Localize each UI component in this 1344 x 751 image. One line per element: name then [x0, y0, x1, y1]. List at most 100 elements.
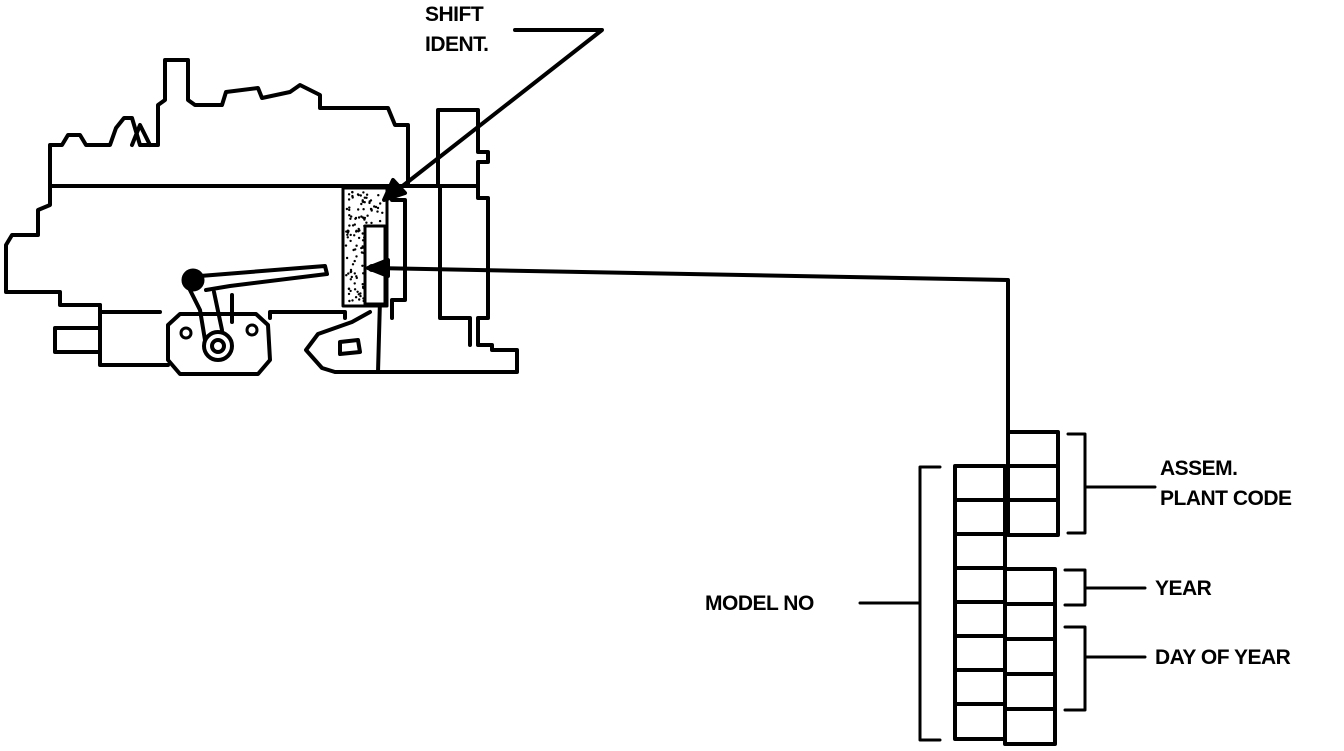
stipple-dot [361, 264, 364, 267]
stipple-dot [346, 231, 350, 234]
model-no-bracket [858, 465, 942, 742]
stipple-dot [377, 194, 380, 197]
shift-ident-leader [398, 28, 604, 190]
stipple-dot [349, 268, 353, 272]
stipple-dot [346, 233, 349, 236]
stipple-dot [357, 236, 361, 240]
stipple-dot [345, 207, 349, 211]
stipple-dot [347, 287, 351, 291]
throttle-hole-right [245, 323, 259, 337]
shift-ident-arrowhead [382, 178, 407, 202]
stipple-dot [368, 201, 371, 205]
stipple-dot [348, 208, 351, 212]
grid-cell-plant-2 [1006, 464, 1060, 503]
stipple-dot [353, 234, 356, 237]
stipple-dot [361, 245, 364, 248]
stipple-dot [379, 202, 382, 205]
stipple-dot [361, 232, 364, 235]
throttle-lever-link [188, 288, 224, 342]
grid-cell-date-1 [1003, 567, 1057, 606]
stipple-dot [363, 218, 366, 221]
stipple-dot [366, 214, 369, 217]
code-grid [953, 430, 1060, 746]
stipple-dot [357, 227, 360, 231]
grid-cell-model-5 [953, 600, 1007, 639]
stipple-dot [361, 200, 364, 203]
carburetor-base-left [98, 303, 170, 367]
grid-cell-model-3 [953, 532, 1007, 571]
stipple-dot [351, 263, 355, 266]
stipple-dot [361, 283, 364, 286]
carburetor-inlet-stub [53, 326, 102, 354]
label-ident: IDENT. [425, 33, 489, 56]
model-code-arrowhead [366, 258, 390, 278]
carburetor-air-horn-tube [436, 108, 490, 188]
stipple-dot [346, 229, 350, 232]
grid-cell-date-3 [1003, 637, 1057, 676]
identification-tag [341, 186, 389, 308]
carburetor-top-outline [48, 58, 410, 188]
stipple-dot [351, 224, 355, 227]
grid-cell-model-8 [953, 702, 1007, 741]
carburetor-main-body [48, 184, 519, 374]
stipple-dot [355, 255, 358, 258]
stipple-dot [381, 211, 384, 214]
stipple-dot [365, 196, 368, 199]
stipple-dot [363, 201, 366, 204]
stipple-dot [376, 206, 380, 210]
assem-plant-bracket [1066, 432, 1157, 535]
stipple-dot [350, 215, 353, 218]
brackets [858, 432, 1157, 742]
stipple-dot [360, 246, 363, 250]
stipple-dot [365, 193, 369, 196]
grid-cell-model-7 [953, 668, 1007, 707]
grid-cell-date-5 [1003, 707, 1057, 746]
label-plant-code: PLANT CODE [1160, 487, 1292, 510]
stipple-dot [373, 205, 376, 208]
stipple-dot [359, 194, 362, 197]
stipple-dot [351, 194, 354, 198]
stipple-dot [353, 282, 356, 285]
carburetor-right-flange [390, 184, 407, 320]
stipple-dot [349, 233, 352, 237]
stipple-dot [376, 210, 379, 213]
stipple-dot [347, 292, 351, 296]
stipple-dot [370, 209, 373, 212]
tag-plate [341, 186, 389, 308]
year-bracket [1063, 568, 1147, 607]
stipple-dot [370, 221, 373, 225]
grid-cell-date-4 [1003, 672, 1057, 711]
stipple-dot [362, 208, 365, 211]
stipple-dot [349, 278, 352, 281]
label-model-no: MODEL NO [705, 592, 814, 615]
throttle-hole-large [202, 330, 234, 362]
model-code-leader [370, 266, 1010, 434]
stipple-dot [355, 229, 358, 232]
day-of-year-bracket [1063, 625, 1147, 712]
carburetor-left-side [4, 184, 162, 314]
stipple-dot [353, 272, 356, 275]
stipple-dot [354, 248, 357, 251]
stipple-dot [350, 275, 353, 279]
label-assem-plant-code: ASSEM. PLANT CODE [1160, 454, 1292, 514]
carburetor-inner-step [268, 310, 347, 320]
label-year: YEAR [1155, 577, 1212, 600]
grid-cell-model-1 [953, 464, 1007, 503]
stipple-dot [357, 193, 360, 197]
stipple-dot [360, 202, 363, 206]
stipple-dot [345, 256, 349, 260]
stipple-dot [357, 216, 361, 219]
throttle-lever-arm [198, 264, 329, 292]
label-day-of-year: DAY OF YEAR [1155, 646, 1291, 669]
bracket-outline [304, 298, 382, 374]
throttle-pivot [181, 268, 205, 292]
stipple-dot [347, 272, 350, 275]
carburetor-top-chamber [130, 123, 152, 147]
stipple-dot [349, 217, 352, 220]
stipple-dot [346, 236, 349, 239]
stipple-dot [360, 215, 363, 218]
throttle-linkage [166, 264, 329, 376]
grid-cell-date-2 [1003, 602, 1057, 641]
